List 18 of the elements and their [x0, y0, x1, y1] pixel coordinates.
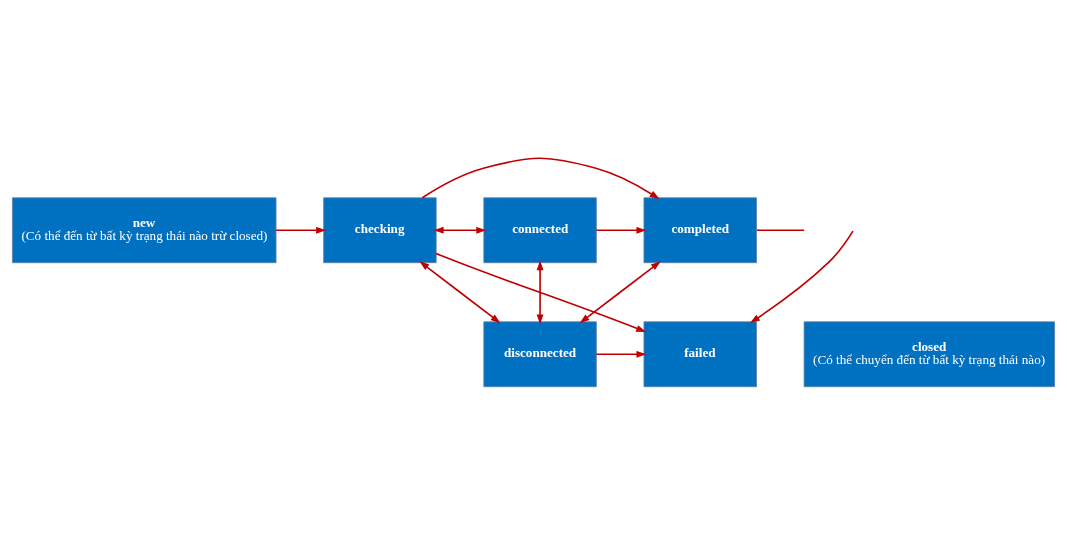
node-box: connected — [483, 196, 597, 263]
arrow — [750, 229, 854, 323]
arrow — [435, 252, 647, 332]
node-box: completed — [643, 196, 757, 263]
arrow — [579, 260, 661, 323]
arrow — [595, 226, 647, 234]
node-box: disconnected — [483, 320, 597, 387]
arrow — [595, 350, 647, 358]
arrow — [536, 259, 544, 324]
arrow — [419, 260, 501, 323]
arrow — [421, 156, 660, 199]
arrow — [433, 226, 487, 234]
node-box: failed — [643, 320, 757, 387]
node-box: closed (Có thể chuyển đến từ bất kỳ trạng thái nào) — [803, 320, 1055, 387]
node-box: checking — [323, 196, 437, 263]
arrow — [275, 226, 327, 234]
node-box: new (Có thể đến từ bất kỳ trạng thái nào trừ closed) — [12, 196, 277, 263]
connector — [756, 228, 805, 231]
